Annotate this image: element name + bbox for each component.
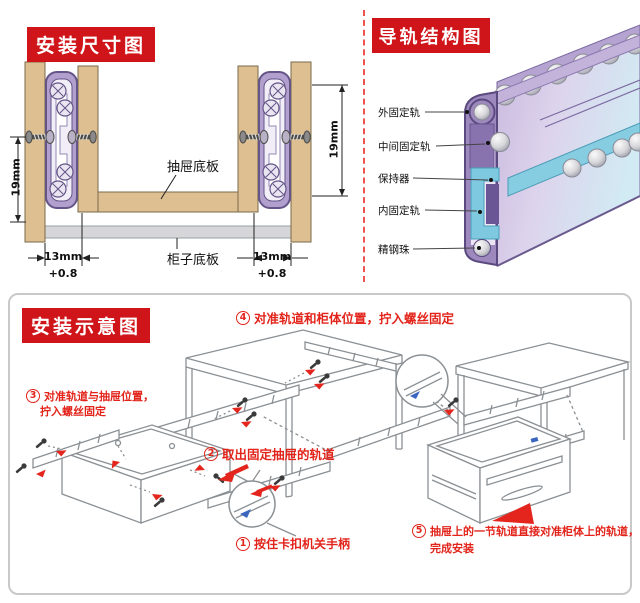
step-5: 5 抽屉上的一节轨道直接对准柜体上的轨道，	[412, 523, 639, 539]
rail-structure-art	[412, 24, 640, 267]
label-cabinet-bottom-board: 柜子底板	[167, 253, 220, 268]
step-5-text-line2: 完成安装	[430, 542, 474, 555]
step-5-text-line1: 抽屉上的一节轨道直接对准柜体上的轨道，	[430, 525, 639, 538]
label-inner-fixed-rail: 内固定轨	[378, 205, 420, 217]
dim-13mm-right: 13mm	[253, 250, 292, 263]
step-3: 3 对准轨道与抽屉位置，	[26, 388, 154, 404]
dimension-diagram-art	[10, 61, 348, 266]
dim-13mm-left: 13mm	[44, 250, 83, 263]
step-4: 4 对准轨道和柜体位置，拧入螺丝固定	[236, 308, 454, 327]
step-1: 1 按住卡扣机关手柄	[236, 535, 350, 552]
step-5-number: 5	[412, 524, 426, 538]
step-2-number: 2	[204, 446, 218, 461]
step-4-number: 4	[236, 310, 250, 325]
dim-19mm-left: 19mm	[9, 158, 23, 197]
label-drawer-bottom-board: 抽屉底板	[167, 160, 220, 175]
label-retainer: 保持器	[378, 173, 410, 185]
panel-separator-dashed-line	[363, 10, 365, 282]
label-middle-fixed-rail: 中间固定轨	[378, 141, 431, 153]
label-outer-fixed-rail: 外固定轨	[378, 107, 420, 119]
dim-tolerance-left: +0.8	[48, 267, 78, 280]
structure-panel-title-badge: 导轨结构图	[372, 18, 490, 53]
step-4-text: 对准轨道和柜体位置，拧入螺丝固定	[254, 311, 455, 326]
step-2-text: 取出固定抽屉的轨道	[222, 447, 335, 462]
installation-panel-title-badge: 安装示意图	[22, 308, 150, 343]
step-3-number: 3	[26, 389, 40, 403]
dimension-panel-title-badge: 安装尺寸图	[27, 27, 155, 62]
step-3-text-line1: 对准轨道与抽屉位置，	[44, 390, 154, 403]
step-1-text: 按住卡扣机关手柄	[254, 537, 351, 551]
step-2: 2 取出固定抽屉的轨道	[204, 444, 335, 463]
dim-tolerance-right: +0.8	[257, 267, 287, 280]
step-1-number: 1	[236, 536, 250, 551]
installation-steps-art	[14, 329, 630, 537]
step-3-text-line2: 拧入螺丝固定	[40, 405, 106, 418]
label-precision-steel-ball: 精钢珠	[378, 244, 410, 256]
dim-19mm-right: 19mm	[327, 120, 341, 159]
